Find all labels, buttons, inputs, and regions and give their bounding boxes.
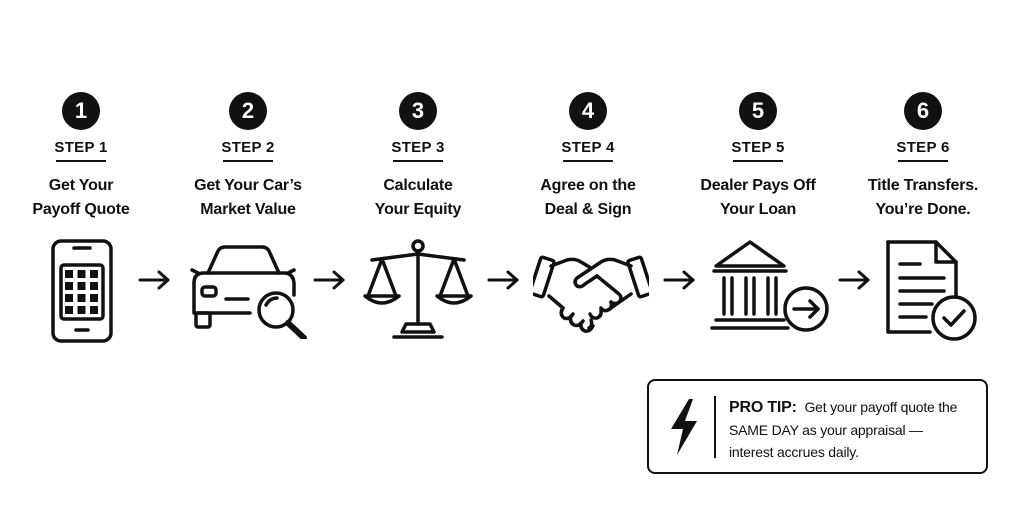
pro-tip-line: Get your payoff quote the — [804, 399, 958, 415]
step-6: 6 STEP 6 Title Transfers. You’re Done. — [848, 92, 998, 222]
balance-scale-icon — [362, 238, 474, 342]
step-2: 2 STEP 2 Get Your Car’s Market Value — [173, 92, 323, 222]
handshake-icon — [533, 250, 649, 334]
step-description-line: Agree on the — [540, 177, 636, 194]
step-description: Dealer Pays Off Your Loan — [683, 174, 833, 222]
step-1: 1 STEP 1 Get Your Payoff Quote — [6, 92, 156, 222]
step-label: STEP 6 — [896, 139, 950, 156]
step-description: Title Transfers. You’re Done. — [848, 174, 998, 222]
step-description-line: Title Transfers. — [867, 177, 979, 194]
step-description-line: Calculate — [383, 177, 453, 194]
step-description-line: Deal & Sign — [544, 201, 632, 218]
step-description-line: You’re Done. — [875, 201, 971, 218]
document-check-icon — [884, 238, 980, 342]
step-number-badge: 2 — [229, 92, 267, 130]
step-underline — [898, 160, 948, 162]
step-5: 5 STEP 5 Dealer Pays Off Your Loan — [683, 92, 833, 222]
pro-tip-line: interest accrues daily. — [729, 444, 859, 460]
step-label: STEP 2 — [221, 139, 275, 156]
arrow-right-icon — [487, 269, 521, 296]
smartphone-keypad-icon — [50, 238, 114, 344]
step-description-line: Payoff Quote — [32, 201, 130, 218]
pro-tip-text: PRO TIP: Get your payoff quote the SAME … — [729, 396, 984, 463]
step-description: Get Your Payoff Quote — [6, 174, 156, 222]
bank-arrow-icon — [710, 238, 832, 334]
step-label: STEP 3 — [391, 139, 445, 156]
step-underline — [563, 160, 613, 162]
step-description-line: Your Equity — [374, 201, 462, 218]
step-underline — [56, 160, 106, 162]
step-label: STEP 1 — [54, 139, 108, 156]
step-description: Agree on the Deal & Sign — [513, 174, 663, 222]
arrow-right-icon — [313, 269, 347, 296]
car-magnifier-icon — [190, 243, 310, 339]
step-number-badge: 6 — [904, 92, 942, 130]
step-underline — [393, 160, 443, 162]
pro-tip-line: SAME DAY as your appraisal — — [729, 422, 923, 438]
step-label: STEP 5 — [731, 139, 785, 156]
arrow-right-icon — [663, 269, 697, 296]
step-underline — [223, 160, 273, 162]
step-description-line: Get Your — [48, 177, 114, 194]
step-number-badge: 4 — [569, 92, 607, 130]
step-4: 4 STEP 4 Agree on the Deal & Sign — [513, 92, 663, 222]
lightning-bolt-icon — [669, 399, 699, 460]
step-number-badge: 3 — [399, 92, 437, 130]
step-number-badge: 1 — [62, 92, 100, 130]
step-description: Calculate Your Equity — [343, 174, 493, 222]
step-description-line: Get Your Car’s — [194, 177, 302, 194]
step-label: STEP 4 — [561, 139, 615, 156]
arrow-right-icon — [838, 269, 872, 296]
pro-tip-box: PRO TIP: Get your payoff quote the SAME … — [647, 379, 988, 474]
pro-tip-divider — [714, 396, 716, 458]
step-description-line: Your Loan — [719, 201, 797, 218]
step-description-line: Market Value — [200, 201, 296, 218]
step-3: 3 STEP 3 Calculate Your Equity — [343, 92, 493, 222]
arrow-right-icon — [138, 269, 172, 296]
step-underline — [733, 160, 783, 162]
pro-tip-title: PRO TIP: — [729, 399, 797, 416]
step-number-badge: 5 — [739, 92, 777, 130]
step-description-line: Dealer Pays Off — [700, 177, 816, 194]
step-description: Get Your Car’s Market Value — [173, 174, 323, 222]
